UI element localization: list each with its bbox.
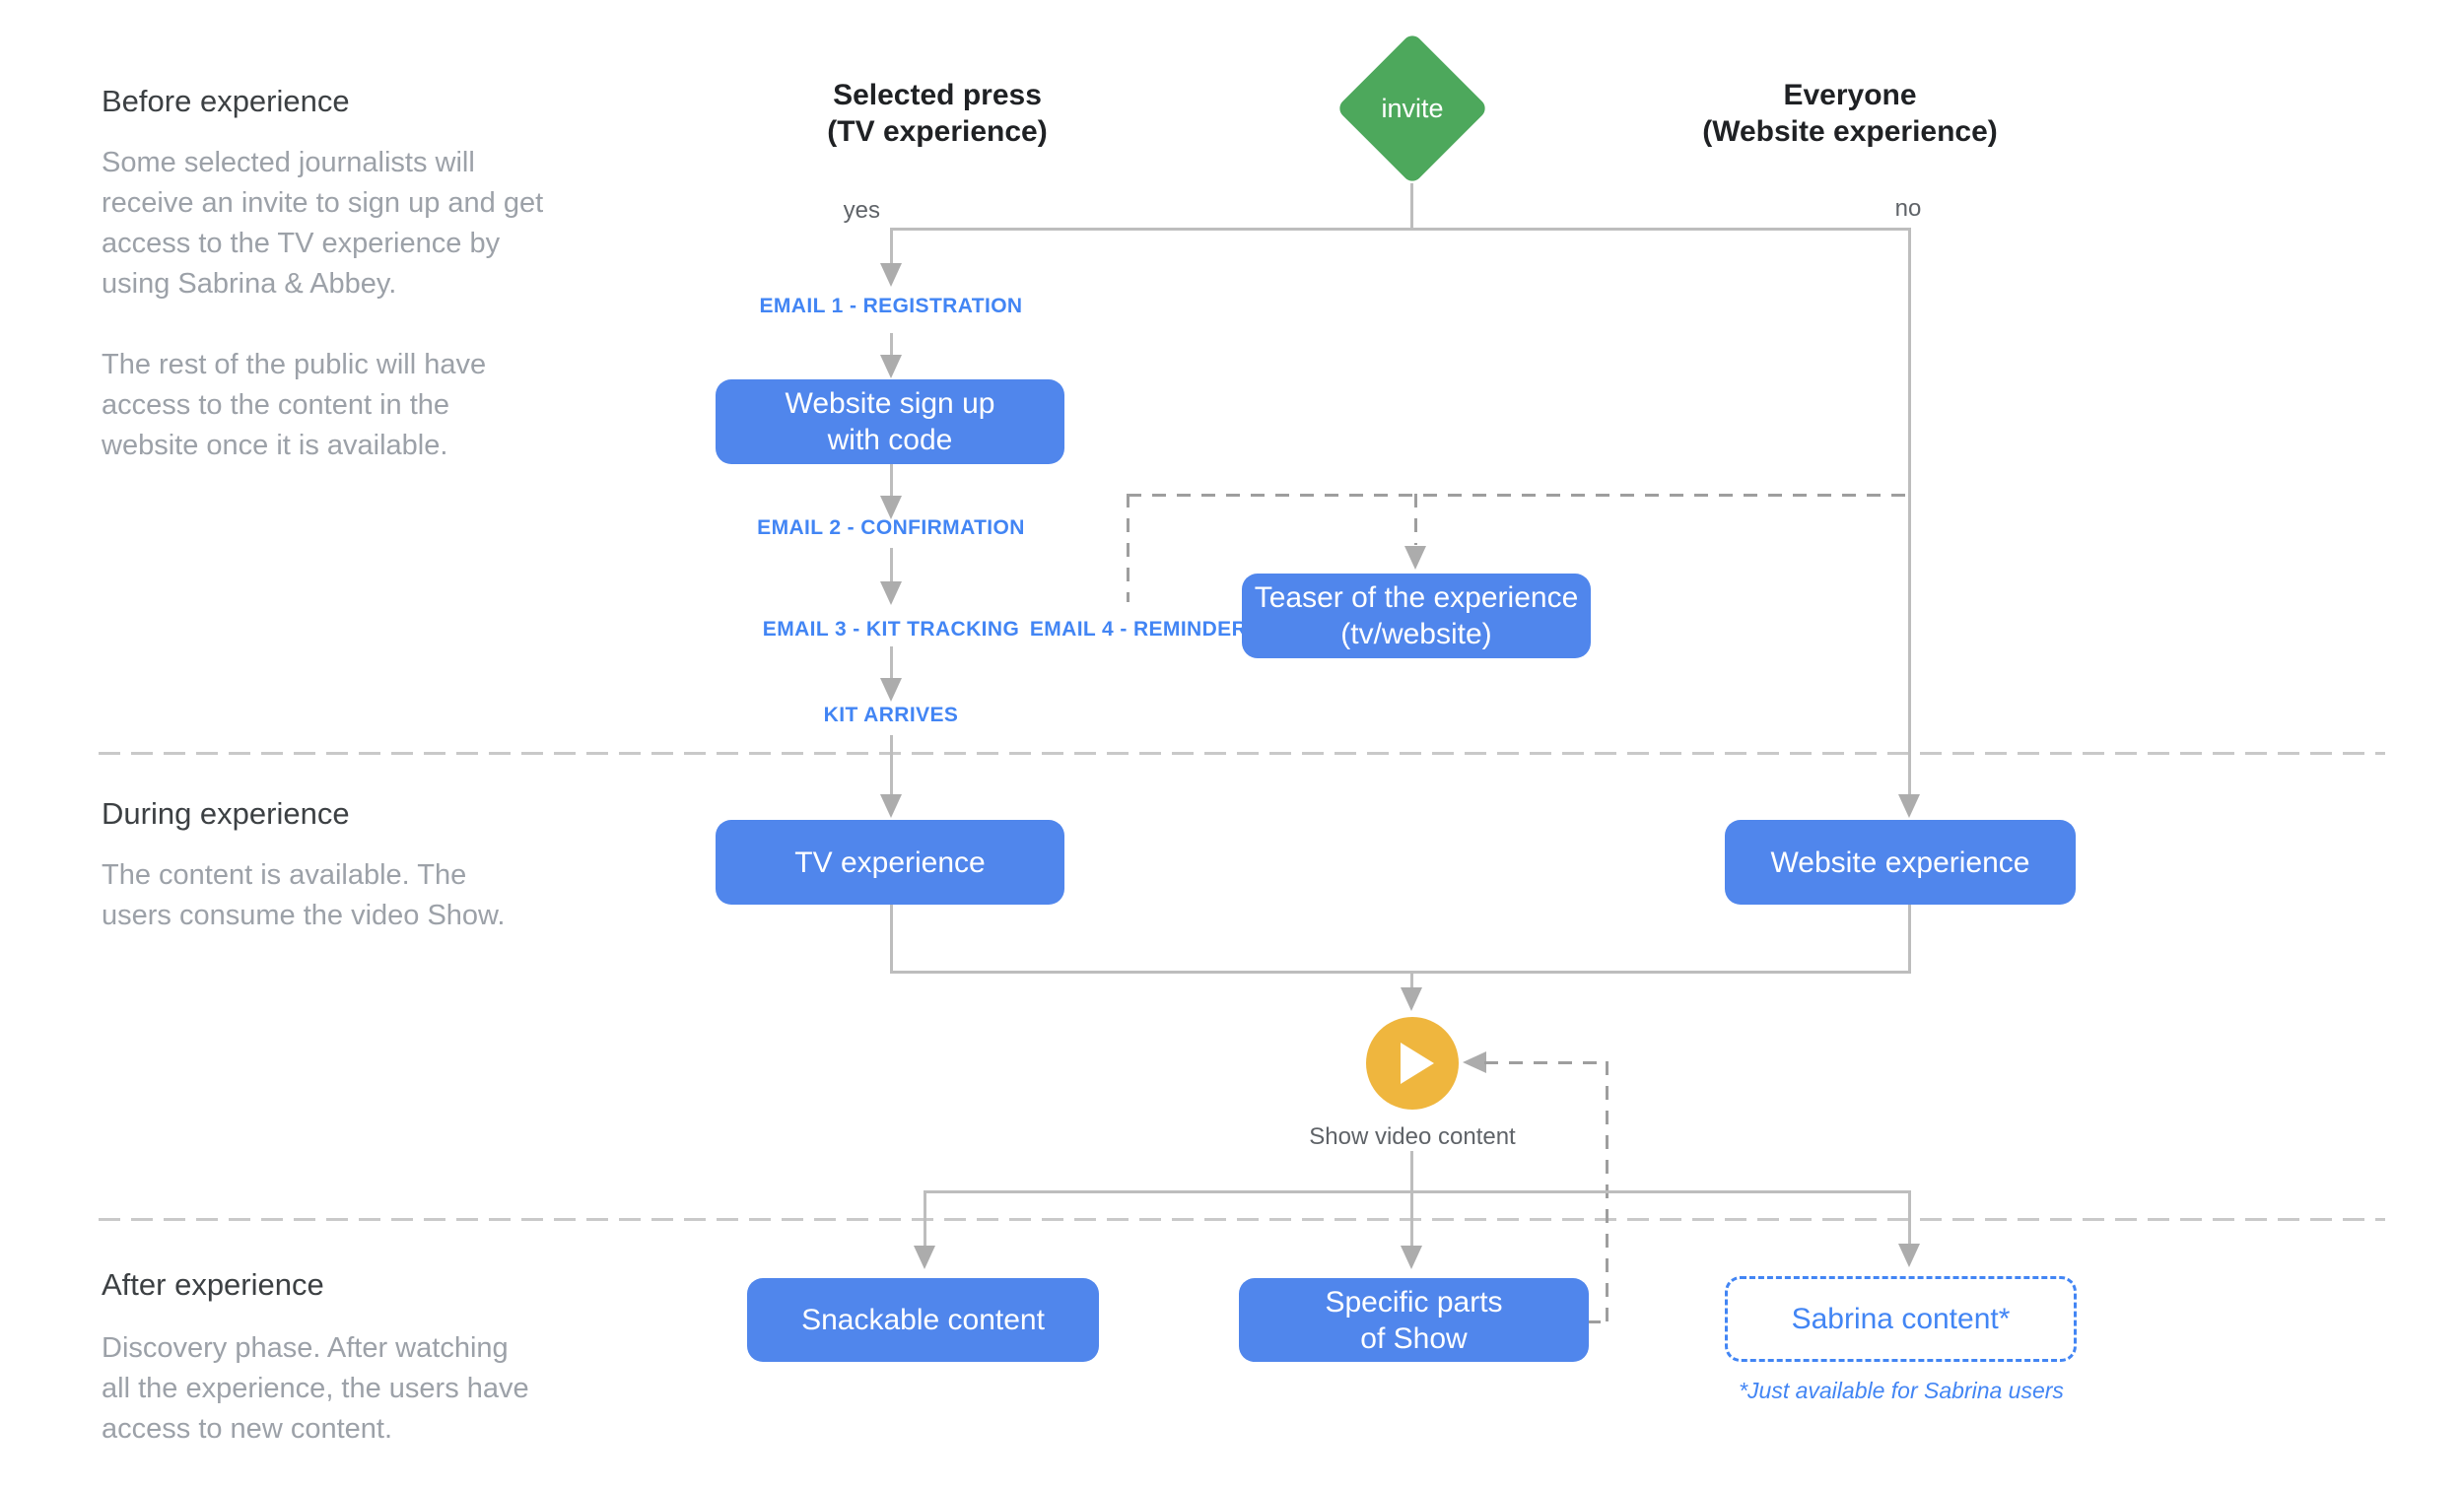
- node-teaser: Teaser of the experience (tv/website): [1242, 574, 1591, 658]
- connector-signup-email2: [890, 464, 893, 498]
- connector-email3-kit: [890, 646, 893, 680]
- connector-replay-dashed-horizontal: [1484, 1061, 1608, 1064]
- arrow-down-icon: [880, 263, 902, 287]
- before-experience-text-2: The rest of the public will have access …: [102, 349, 487, 461]
- connector-branch-horizontal: [890, 228, 1911, 231]
- after-experience-text: Discovery phase. After watching all the …: [102, 1332, 529, 1445]
- label-email4-reminder: EMAIL 4 - REMINDER: [1029, 618, 1248, 641]
- branch-label-yes: yes: [843, 197, 880, 224]
- arrow-down-icon: [880, 678, 902, 702]
- connector-email1-signup: [890, 333, 893, 357]
- connector-reminder-dashed-horizontal: [1128, 494, 1908, 497]
- column-header-everyone: Everyone (Website experience): [1702, 79, 1998, 148]
- play-icon: [1401, 1043, 1434, 1084]
- arrow-down-icon: [1898, 794, 1920, 818]
- arrow-down-icon: [914, 1246, 935, 1269]
- node-tv-experience: TV experience: [716, 820, 1064, 905]
- connector-split-horizontal: [924, 1190, 1911, 1193]
- connector-drop-specific: [1410, 1190, 1413, 1248]
- label-email2-confirmation: EMAIL 2 - CONFIRMATION: [757, 516, 1025, 539]
- before-experience-text-1: Some selected journalists will receive a…: [102, 147, 544, 300]
- arrow-down-icon: [1898, 1244, 1920, 1267]
- arrow-down-icon: [880, 355, 902, 378]
- node-website-experience: Website experience: [1725, 820, 2076, 905]
- label-kit-arrives: KIT ARRIVES: [823, 704, 959, 726]
- phase-divider-during-after: [99, 1218, 2385, 1221]
- arrow-down-icon: [1401, 987, 1422, 1011]
- node-website-signup: Website sign up with code: [716, 379, 1064, 464]
- after-experience-title: After experience: [102, 1267, 324, 1302]
- arrow-left-icon: [1463, 1051, 1486, 1073]
- node-specific-parts: Specific parts of Show: [1239, 1278, 1589, 1362]
- invite-decision-label: invite: [1381, 94, 1444, 123]
- during-experience-text: The content is available. The users cons…: [102, 859, 506, 931]
- connector-drop-sabrina: [1908, 1190, 1911, 1246]
- connector-website-merge: [1908, 905, 1911, 971]
- connector-kit-tv: [890, 735, 893, 796]
- phase-divider-before-during: [99, 752, 2385, 755]
- label-email1-registration: EMAIL 1 - REGISTRATION: [759, 295, 1023, 317]
- show-video-content-caption: Show video content: [1309, 1123, 1516, 1150]
- arrow-down-icon: [880, 581, 902, 605]
- connector-caption-split: [1410, 1151, 1413, 1192]
- sabrina-footnote: *Just available for Sabrina users: [1739, 1378, 2064, 1403]
- connector-merge-horizontal: [890, 971, 1911, 974]
- connector-no-shaft: [1908, 228, 1911, 796]
- before-experience-title: Before experience: [102, 84, 350, 118]
- connector-yes-shaft: [890, 228, 893, 265]
- arrow-down-icon: [1401, 1246, 1422, 1269]
- node-snackable-content: Snackable content: [747, 1278, 1099, 1362]
- connector-email2-email3: [890, 548, 893, 583]
- connector-tv-merge: [890, 905, 893, 971]
- connector-drop-snackable: [924, 1190, 926, 1248]
- column-header-selected-press: Selected press (TV experience): [827, 79, 1048, 148]
- connector-diamond-stem: [1410, 183, 1413, 229]
- arrow-down-icon: [880, 496, 902, 519]
- connector-merge-play-shaft: [1410, 971, 1413, 989]
- connector-replay-dashed-stub: [1587, 1320, 1608, 1323]
- during-experience-title: During experience: [102, 796, 350, 831]
- branch-label-no: no: [1894, 195, 1922, 222]
- connector-teaser-dashed-shaft: [1414, 494, 1417, 545]
- label-email3-kit-tracking: EMAIL 3 - KIT TRACKING: [762, 618, 1020, 641]
- arrow-down-icon: [1404, 546, 1426, 570]
- node-sabrina-content: Sabrina content*: [1725, 1276, 2077, 1362]
- arrow-down-icon: [880, 794, 902, 818]
- connector-reminder-dashed-vertical: [1127, 494, 1129, 602]
